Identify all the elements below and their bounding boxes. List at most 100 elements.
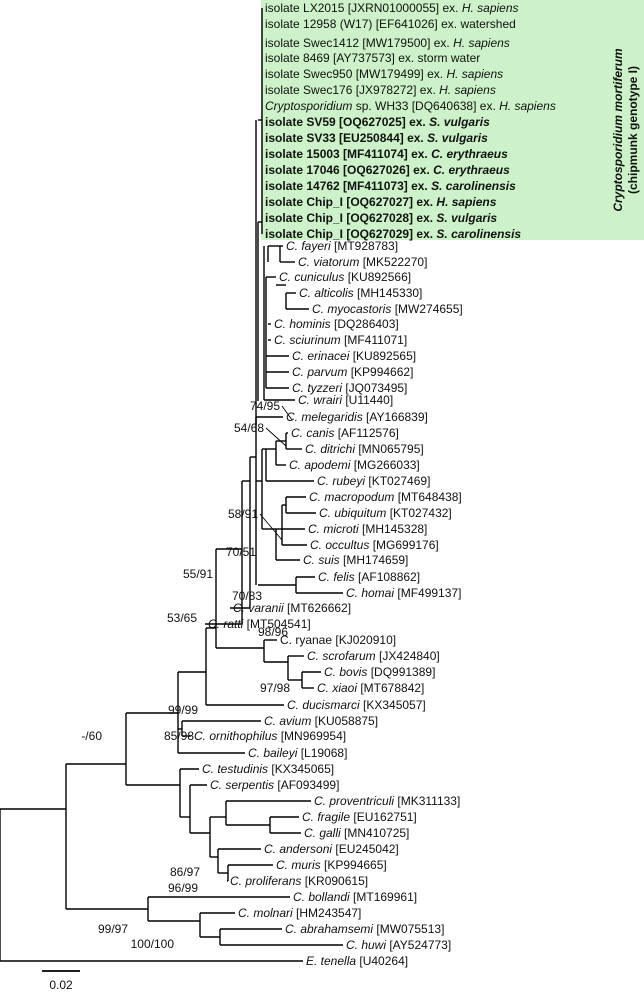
taxon-label-part: C. wrairi (298, 393, 342, 407)
highlight-box (261, 0, 644, 240)
taxon-label: C. erinacei [KU892565] (292, 349, 416, 363)
support-value: 54/68 (234, 421, 264, 435)
taxon-label-part: C. canis (291, 426, 334, 440)
taxon-label-part: C. ditrichi (305, 442, 355, 456)
taxon-label-part: H. sapiens (436, 195, 496, 209)
taxon-label-part: [MF499137] (394, 586, 461, 600)
taxon-label-part: C. erythraeus (431, 147, 508, 161)
taxon-label: C. molnari [HM243547] (238, 906, 361, 920)
taxon-label-part: isolate 15003 [MF411074] ex. (265, 147, 431, 161)
taxon-label: isolate SV33 [EU250844] ex. S. vulgaris (265, 131, 488, 145)
taxon-label-part: C. ratti (208, 617, 244, 631)
taxon-label: C. canis [AF112576] (291, 426, 399, 440)
taxon-label-part: [MW075513] (373, 922, 444, 936)
taxon-label-part: H. sapiens (462, 1, 519, 15)
taxon-label: isolate Chip_I [OQ627027] ex. H. sapiens (265, 195, 497, 209)
taxon-label-part: [KR090615] (301, 874, 368, 888)
taxon-label-part: C. fayeri (286, 239, 331, 253)
taxon-label: C. hominis [DQ286403] (274, 317, 399, 331)
taxon-label-part: [KJ020910] (332, 633, 396, 647)
taxon-label-part: C. xiaoi (317, 681, 357, 695)
taxon-label-part: S. vulgaris (427, 131, 488, 145)
taxon-label-part: [L19068] (297, 746, 347, 760)
taxon-label-part: [KT027469] (365, 474, 430, 488)
support-leader-line (265, 427, 287, 447)
taxon-label-part: [KU892566] (344, 270, 411, 284)
taxon-label-part: C. rubeyi (317, 474, 365, 488)
taxon-label: C. ratti [MT504541] (208, 617, 311, 631)
taxon-label-part: C. molnari (238, 906, 293, 920)
taxon-label: C. ubiquitum [KT027432] (319, 506, 452, 520)
taxon-label-part: Cryptosporidium (265, 99, 352, 113)
taxon-label: isolate 8469 [AY737573] ex. storm water (265, 51, 480, 65)
taxon-label: C. fragile [EU162751] (302, 810, 417, 824)
taxon-label-part: [MN065795] (355, 442, 424, 456)
taxon-label-part: C. andersoni (264, 842, 332, 856)
support-values: 74/9554/6858/9170/5170/8355/9153/6598/96… (81, 399, 290, 951)
support-value: 74/95 (250, 399, 280, 413)
taxon-label-part: C. ducismarci (287, 698, 360, 712)
taxon-label-part: C. bovis (324, 665, 367, 679)
support-value: 53/65 (167, 611, 197, 625)
clade-label: Cryptosporidium mortiferum (611, 48, 625, 212)
support-value: 96/99 (168, 881, 198, 895)
taxon-label: E. tenella [U40264] (306, 954, 408, 968)
taxon-label: C. avium [KU058875] (264, 714, 378, 728)
taxon-label: C. proventriculi [MK311133] (314, 794, 460, 808)
taxon-label-part: [KU892565] (349, 349, 416, 363)
taxon-label-part: [EU162751] (350, 810, 417, 824)
taxon-label-part: isolate Chip_I [OQ627028] ex. (265, 211, 436, 225)
taxon-label: C. apodemi [MG266033] (289, 458, 420, 472)
taxon-label-part: C. tyzzeri (292, 381, 342, 395)
taxon-label-part: C. muris (276, 858, 321, 872)
taxon-label: C. muris [KP994665] (276, 858, 387, 872)
taxon-label-part: C. macropodum (309, 490, 394, 504)
taxon-label-part: [DQ991389] (367, 665, 435, 679)
taxon-label-part: [MK311133] (394, 794, 460, 808)
support-value: 70/51 (226, 545, 256, 559)
taxon-label-part: [DQ286403] (331, 317, 399, 331)
taxon-label-part: [MT678842] (357, 681, 424, 695)
taxon-label: C. rubeyi [KT027469] (317, 474, 430, 488)
taxon-label-part: [KT027432] (386, 506, 451, 520)
taxon-label: C. homai [MF499137] (346, 586, 461, 600)
taxon-label-part: C. abrahamsemi (285, 922, 373, 936)
taxon-label-part: [MN410725] (341, 826, 410, 840)
taxon-label-part: C. myocastoris (312, 302, 391, 316)
taxon-label: C. ryanae [KJ020910] (280, 633, 396, 647)
support-value: 55/91 (183, 567, 213, 581)
clade-sublabel: (chipmunk genotype I) (626, 66, 640, 194)
support-value: 99/99 (168, 703, 198, 717)
taxon-label-part: [MT928783] (331, 239, 398, 253)
taxon-label-part: C. occultus (310, 538, 369, 552)
support-value: 85/98 (164, 729, 194, 743)
taxon-label: isolate 12958 (W17) [EF641026] ex. water… (265, 17, 516, 31)
taxon-label: C. viatorum [MK522270] (298, 255, 427, 269)
taxon-label-part: [AF108862] (355, 570, 420, 584)
taxon-label-part: [AF112576] (334, 426, 399, 440)
taxon-label-part: C. microti (308, 522, 359, 536)
taxon-label: isolate Swec176 [JX978272] ex. H. sapien… (265, 83, 496, 97)
taxon-label: C. varanii [MT626662] (233, 601, 351, 615)
taxon-label-part: C. melegaridis (286, 410, 363, 424)
taxon-label: isolate Swec950 [MW179499] ex. H. sapien… (265, 67, 503, 81)
taxon-labels: isolate LX2015 [JXRN01000055] ex. H. sap… (194, 1, 556, 968)
scale-label: 0.02 (49, 978, 73, 992)
taxon-label: isolate SV59 [OQ627025] ex. S. vulgaris (265, 115, 490, 129)
taxon-label-part: C. hominis (274, 317, 331, 331)
taxon-label: C. galli [MN410725] (304, 826, 409, 840)
taxon-label-part: [MT169961] (350, 890, 417, 904)
tree-branches (0, 8, 343, 962)
support-value: 97/98 (260, 681, 290, 695)
taxon-label-part: [AY166839] (363, 410, 428, 424)
taxon-label-part: C. erythraeus (433, 163, 510, 177)
taxon-label: C. serpentis [AF093499] (210, 778, 339, 792)
taxon-label: C. abrahamsemi [MW075513] (285, 922, 444, 936)
taxon-label: isolate Chip_I [OQ627028] ex. S. vulgari… (265, 211, 497, 225)
taxon-label-part: C. ubiquitum (319, 506, 386, 520)
taxon-label-part: C. avium (264, 714, 311, 728)
taxon-label-part: [AF093499] (274, 778, 339, 792)
taxon-label: C. alticolis [MH145330] (299, 286, 422, 300)
taxon-label: C. cuniculus [KU892566] (279, 270, 411, 284)
taxon-label-part: isolate SV33 [EU250844] ex. (265, 131, 427, 145)
